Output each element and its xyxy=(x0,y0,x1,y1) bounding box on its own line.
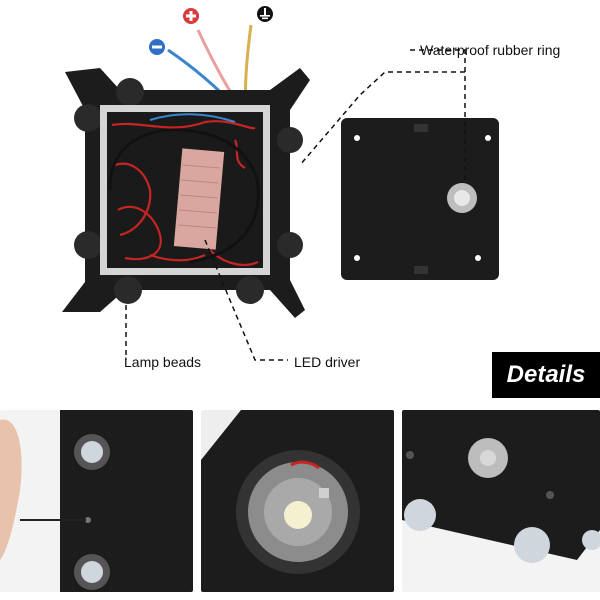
waterproof-ring-label: Waterproof rubber ring xyxy=(420,42,561,58)
detail-photo-back-ring xyxy=(402,410,600,592)
lamp-beads-label: Lamp beads xyxy=(124,354,202,370)
ground-symbol-icon xyxy=(257,6,273,22)
detail-photo-screw xyxy=(0,410,193,592)
lamp-diagram xyxy=(62,6,499,361)
leader-lines xyxy=(125,49,466,361)
detail-photo-led-bead xyxy=(201,410,394,592)
positive-symbol-icon xyxy=(183,8,199,24)
internal-wiring xyxy=(111,120,259,266)
led-driver-module xyxy=(173,148,225,250)
details-badge: Details xyxy=(492,352,600,398)
details-badge-text: Details xyxy=(506,361,586,388)
led-driver-label: LED driver xyxy=(294,354,361,370)
back-plate xyxy=(341,118,499,280)
negative-symbol-icon xyxy=(149,39,165,55)
